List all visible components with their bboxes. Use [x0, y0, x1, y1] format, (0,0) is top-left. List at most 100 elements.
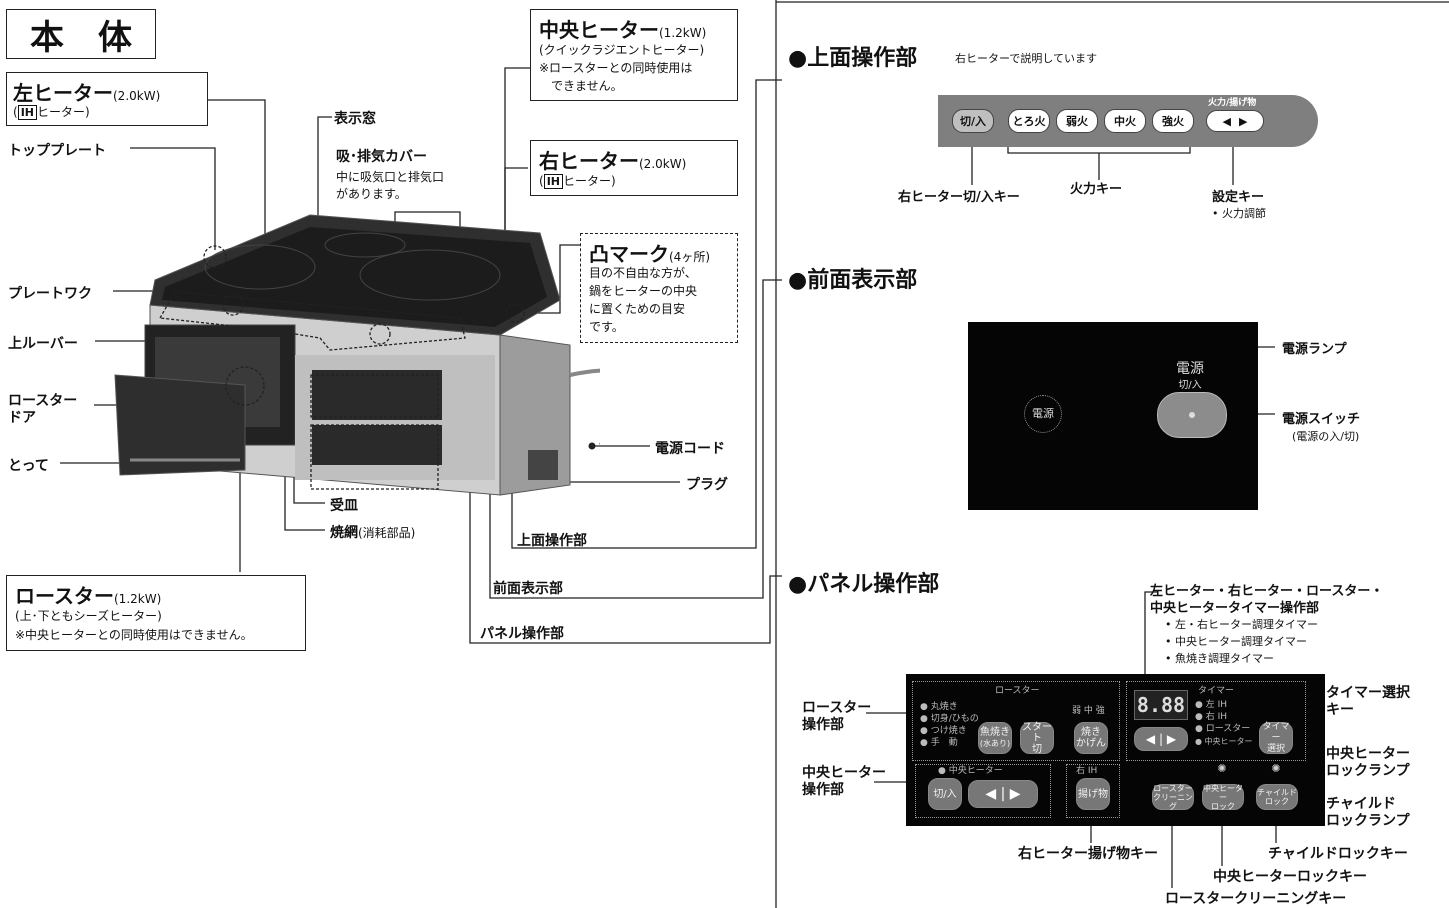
label-roaster-door-1: ロースター — [8, 393, 78, 409]
top-setting-label: 火力/揚げ物 — [1208, 98, 1257, 108]
label-vent-cover: 吸･排気カバー — [336, 149, 427, 165]
timer-select-button[interactable]: タイマー選択 — [1259, 722, 1293, 754]
label-center-lock-lamp-2: ロックランプ — [1326, 763, 1410, 779]
label-timer-ops-2: 中央ヒータータイマー操作部 — [1150, 601, 1320, 616]
label-upper-louver: 上ルーバー — [8, 336, 78, 352]
panel-mode-4: ● 手 動 — [920, 738, 958, 748]
child-lock-label: チャイルド — [1257, 788, 1297, 797]
center-heater-name: 中央ヒーター — [539, 18, 659, 42]
left-heater-type-prefix: ( — [13, 105, 18, 119]
label-plate-work: プレートワク — [8, 286, 92, 302]
top-setting-key[interactable]: ◀ ▶ — [1206, 110, 1264, 132]
top-low-simmer-button[interactable]: とろ火 — [1008, 109, 1050, 133]
label-tray: 受皿 — [330, 498, 358, 514]
roaster-cleaning-button[interactable]: ロースタークリーニング — [1152, 784, 1194, 811]
center-heater-note2: できません。 — [551, 79, 623, 93]
panel-level-text: 弱 中 強 — [1072, 706, 1105, 716]
label-display-window: 表示窓 — [334, 111, 376, 127]
label-timer-select-1: タイマー選択 — [1326, 685, 1410, 701]
power-lamp-text: 電源 — [1032, 407, 1054, 420]
right-heater-power: (2.0kW) — [639, 157, 687, 171]
center-switch-button[interactable]: 切/入 — [928, 778, 962, 810]
timer-item-3: • 魚焼き調理タイマー — [1165, 652, 1274, 665]
timer-digits: 8.88 — [1134, 690, 1188, 720]
label-handle: とって — [8, 458, 49, 474]
top-high-button[interactable]: 強火 — [1152, 109, 1194, 133]
power-switch[interactable] — [1157, 392, 1227, 438]
center-lock-lamp-icon: ✺ — [1217, 762, 1227, 775]
top-low-button[interactable]: 弱火 — [1056, 109, 1098, 133]
timer-select-sub: 選択 — [1266, 743, 1285, 754]
main-title: 本 体 — [30, 17, 132, 58]
arrow-left-icon[interactable]: ◀ — [1222, 114, 1231, 128]
center-arrow-key[interactable]: ◀ | ▶ — [968, 780, 1038, 808]
label-child-lock-key: チャイルドロックキー — [1268, 846, 1408, 862]
power-switch-title: 電源 — [1176, 361, 1204, 377]
browning-button[interactable]: 焼きかげん — [1074, 722, 1108, 754]
child-lock-sub: ロック — [1265, 797, 1289, 806]
timer-arrow-key[interactable]: ◀ | ▶ — [1134, 727, 1188, 751]
center-group-outline — [915, 764, 1051, 818]
fish-grill-label: 魚焼き — [980, 727, 1010, 738]
right-ih-group-outline — [1066, 764, 1120, 818]
center-heater-note1: ※ロースターとの同時使用は — [539, 61, 693, 75]
label-child-lock-lamp-1: チャイルド — [1326, 796, 1396, 812]
label-top-plate: トッププレート — [8, 143, 106, 159]
right-fry-button[interactable]: 揚げ物 — [1076, 778, 1110, 810]
label-roaster-cleaning-key: ロースタークリーニングキー — [1165, 891, 1347, 907]
right-heater-name: 右ヒーター — [539, 149, 639, 173]
fish-grill-sub: (水あり) — [979, 739, 1011, 748]
roaster-power: (1.2kW) — [114, 592, 162, 606]
arrow-right-icon[interactable]: ▶ — [1239, 114, 1248, 128]
timer-item-2: • 中央ヒーター調理タイマー — [1165, 635, 1307, 648]
label-power-lamp: 電源ランプ — [1282, 342, 1347, 357]
label-center-lock-lamp-1: 中央ヒーター — [1326, 746, 1410, 762]
label-vent-desc-2: があります。 — [336, 187, 407, 201]
convex-mark-count: (4ヶ所) — [669, 250, 710, 264]
label-grill-net: 焼網(消耗部品) — [330, 522, 415, 542]
convex-mark-desc-2: 鍋をヒーターの中央 — [589, 284, 698, 298]
top-section-note: 右ヒーターで説明しています — [955, 52, 1098, 65]
roaster-name: ロースター — [15, 584, 114, 608]
label-roaster-door-2: ドア — [8, 410, 36, 426]
center-lock-button[interactable]: 中央ヒーターロック — [1202, 784, 1244, 811]
label-power-keys: 火力キー — [1070, 182, 1123, 197]
convex-mark-desc-1: 目の不自由な方が、 — [589, 266, 697, 280]
panel-mode-2: ● 切身/ひもの — [920, 714, 979, 724]
label-top-ops: 上面操作部 — [517, 533, 587, 549]
convex-mark-desc-4: です。 — [589, 320, 624, 334]
top-section-title: ●上面操作部 — [788, 46, 918, 71]
label-right-switch-key: 右ヒーター切/入キー — [898, 190, 1020, 205]
cooktop-illustration — [114, 214, 600, 496]
label-setting-key-sub: • 火力調節 — [1212, 207, 1266, 220]
top-mid-button[interactable]: 中火 — [1104, 109, 1146, 133]
label-timer-select-2: キー — [1326, 702, 1354, 718]
center-heater-power: (1.2kW) — [659, 26, 707, 40]
start-stop-button[interactable]: スタート切 — [1020, 722, 1054, 755]
label-setting-key: 設定キー — [1212, 190, 1265, 205]
label-grill-net-note: (消耗部品) — [358, 526, 416, 540]
label-grill-net-text: 焼網 — [330, 525, 358, 541]
label-right-fry-key: 右ヒーター揚げ物キー — [1018, 846, 1158, 862]
label-roaster-ops-1: ロースター — [802, 700, 872, 716]
left-heater-power: (2.0kW) — [113, 89, 161, 103]
label-roaster-ops-2: 操作部 — [802, 717, 844, 733]
label-front-display: 前面表示部 — [493, 581, 563, 597]
convex-mark-name: 凸マーク — [589, 242, 669, 266]
roaster-note: ※中央ヒーターとの同時使用はできません。 — [15, 628, 253, 642]
roaster-box: ロースター(1.2kW) (上･下ともシーズヒーター) ※中央ヒーターとの同時使… — [6, 575, 306, 651]
ih-badge: IH — [543, 174, 563, 189]
convex-mark-desc-3: に置くための目安 — [589, 302, 686, 316]
label-panel-ops: パネル操作部 — [480, 626, 564, 642]
top-switch-button[interactable]: 切/入 — [952, 109, 994, 133]
front-section-title: ●前面表示部 — [788, 268, 918, 293]
power-switch-sub: 切/入 — [1178, 380, 1202, 391]
fish-grill-button[interactable]: 魚焼き(水あり) — [978, 722, 1012, 754]
timer-opt-1: ● 左 IH — [1195, 700, 1227, 710]
label-power-switch: 電源スイッチ — [1282, 412, 1361, 427]
panel-right-ih: 右 IH — [1076, 766, 1098, 776]
browning-label: 焼き — [1081, 727, 1101, 738]
child-lock-button[interactable]: チャイルドロック — [1256, 784, 1298, 810]
ih-badge: IH — [17, 105, 37, 120]
